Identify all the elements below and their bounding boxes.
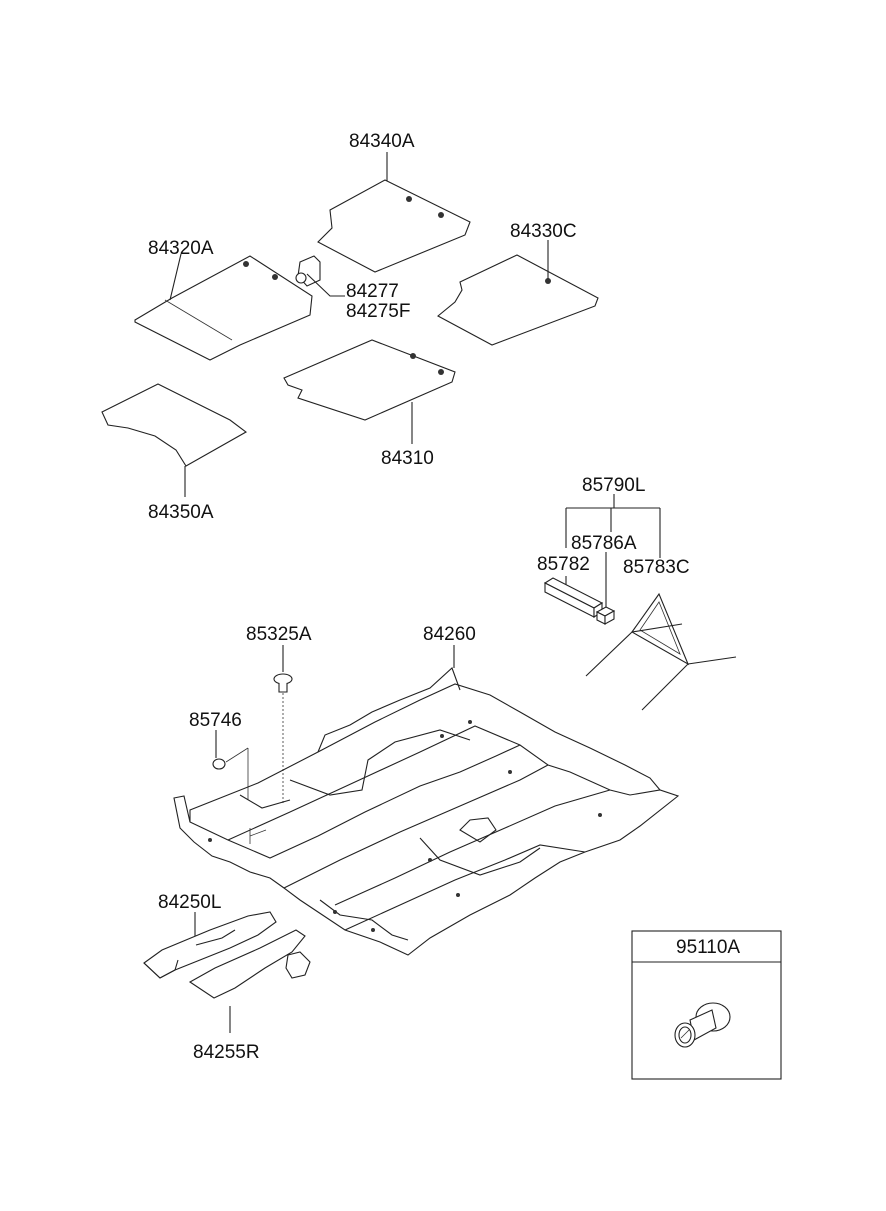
clip-84277[interactable]	[295, 255, 345, 297]
cover-84255R[interactable]	[188, 929, 311, 1033]
label-84255R: 84255R	[193, 1042, 260, 1063]
label-84275F: 84275F	[346, 301, 410, 322]
label-85782: 85782	[537, 554, 590, 575]
grommet-95110A[interactable]	[674, 1002, 731, 1048]
label-84250L: 84250L	[158, 892, 221, 913]
label-84340A: 84340A	[349, 131, 415, 152]
mat-84320A[interactable]	[134, 253, 313, 361]
leader-85790L	[565, 494, 661, 608]
mat-84330C[interactable]	[437, 240, 599, 346]
label-85325A: 85325A	[246, 624, 312, 645]
label-84350A: 84350A	[148, 502, 214, 523]
label-84330C: 84330C	[510, 221, 577, 242]
label-95110A: 95110A	[676, 937, 740, 958]
label-85746: 85746	[189, 710, 242, 731]
inset-box-95110A	[631, 930, 782, 1080]
clip-85746[interactable]	[212, 730, 249, 800]
label-84320A: 84320A	[148, 238, 214, 259]
warning-triangle-85783C[interactable]	[585, 592, 737, 711]
label-85790L: 85790L	[582, 475, 645, 496]
mat-84350A[interactable]	[101, 383, 248, 497]
label-84260: 84260	[423, 624, 476, 645]
label-84277: 84277	[346, 281, 399, 302]
mat-84310[interactable]	[283, 339, 456, 444]
label-84310: 84310	[381, 448, 434, 469]
mat-84340A[interactable]	[317, 152, 471, 273]
tool-bag-85782[interactable]	[543, 577, 604, 618]
label-85786A: 85786A	[571, 533, 637, 554]
screw-85325A[interactable]	[273, 645, 293, 805]
floor-carpet-84260[interactable]	[173, 667, 680, 956]
cover-84250L[interactable]	[143, 911, 277, 979]
label-85783C: 85783C	[623, 557, 690, 578]
block-85786A[interactable]	[595, 606, 616, 625]
